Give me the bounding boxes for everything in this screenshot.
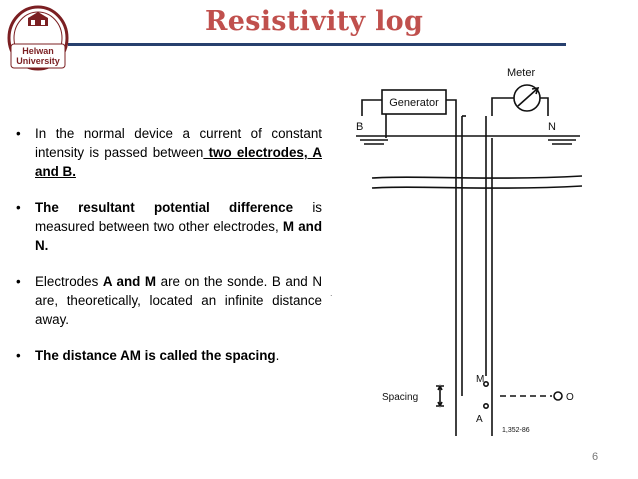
normal-device-diagram: Generator Meter B N M A Spacing O 1,352-… xyxy=(356,67,583,436)
bullet-item: The resultant potential difference is me… xyxy=(16,198,322,255)
svg-text:Helwan: Helwan xyxy=(22,46,54,56)
electrode-n-label: N xyxy=(548,121,556,133)
university-logo: Helwan University xyxy=(7,5,69,71)
svg-text:University: University xyxy=(16,56,60,66)
generator-label: Generator xyxy=(389,97,439,109)
meter-label: Meter xyxy=(507,67,535,79)
electrode-a-label: A xyxy=(476,414,483,425)
page-number: 6 xyxy=(592,451,599,463)
slide-title: Resistivity log xyxy=(205,6,424,37)
title-underline xyxy=(68,43,566,46)
bullet-item: In the normal device a current of consta… xyxy=(16,124,322,181)
electrode-b-label: B xyxy=(356,121,363,133)
stray-mark: . xyxy=(330,288,333,298)
electrode-m-label: M xyxy=(476,374,484,385)
bullet-list: In the normal device a current of consta… xyxy=(16,124,322,382)
bullet-item: The distance AM is called the spacing. xyxy=(16,346,322,365)
bullet-item: Electrodes A and M are on the sonde. B a… xyxy=(16,272,322,329)
figure-id: 1,352-86 xyxy=(502,427,530,434)
point-o-label: O xyxy=(566,392,574,403)
spacing-label: Spacing xyxy=(382,392,418,403)
